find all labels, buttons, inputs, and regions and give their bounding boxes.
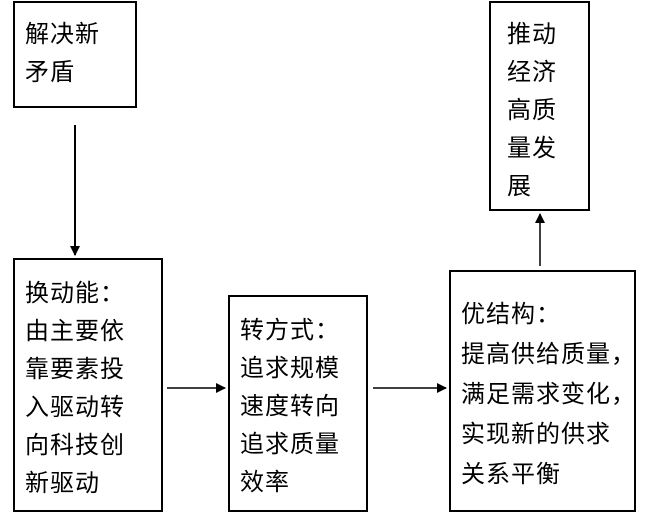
box-text-line: 入驱动转 xyxy=(25,393,125,421)
box-text-line: 转方式： xyxy=(240,316,340,344)
box-text-line: 由主要依 xyxy=(25,317,125,345)
box-text-line: 速度转向 xyxy=(240,392,340,420)
box-text-line: 经济 xyxy=(507,58,557,86)
box-text-line: 追求规模 xyxy=(240,354,340,382)
box-transform-mode: 转方式： 追求规模 速度转向 追求质量 效率 xyxy=(228,295,368,512)
box-text-line: 提高供给质量， xyxy=(461,340,636,368)
box-optimize-structure: 优结构： 提高供给质量， 满足需求变化， 实现新的供求 关系平衡 xyxy=(449,270,636,512)
box-text-line: 推动 xyxy=(507,20,557,48)
box-text-line: 新驱动 xyxy=(25,469,100,497)
box-text-line: 靠要素投 xyxy=(25,355,125,383)
box-text-line: 优结构： xyxy=(461,300,561,328)
box-text-line: 关系平衡 xyxy=(461,460,561,488)
box-text-line: 量发 xyxy=(507,134,557,162)
box-text-line: 实现新的供求 xyxy=(461,420,611,448)
box-text-line: 追求质量 xyxy=(240,430,340,458)
box-text-line: 展 xyxy=(507,172,532,200)
box-change-drivers: 换动能： 由主要依 靠要素投 入驱动转 向科技创 新驱动 xyxy=(13,258,163,512)
box-text-line: 向科技创 xyxy=(25,431,125,459)
box-resolve-contradictions: 解决新 矛盾 xyxy=(13,1,137,108)
box-text-line: 效率 xyxy=(240,468,290,496)
box-text-line: 矛盾 xyxy=(25,58,75,86)
box-promote-development: 推动 经济 高质 量发 展 xyxy=(489,1,590,211)
box-text-line: 换动能： xyxy=(25,279,125,307)
box-text-line: 解决新 xyxy=(25,20,100,48)
box-text-line: 满足需求变化， xyxy=(461,380,636,408)
box-text-line: 高质 xyxy=(507,96,557,124)
